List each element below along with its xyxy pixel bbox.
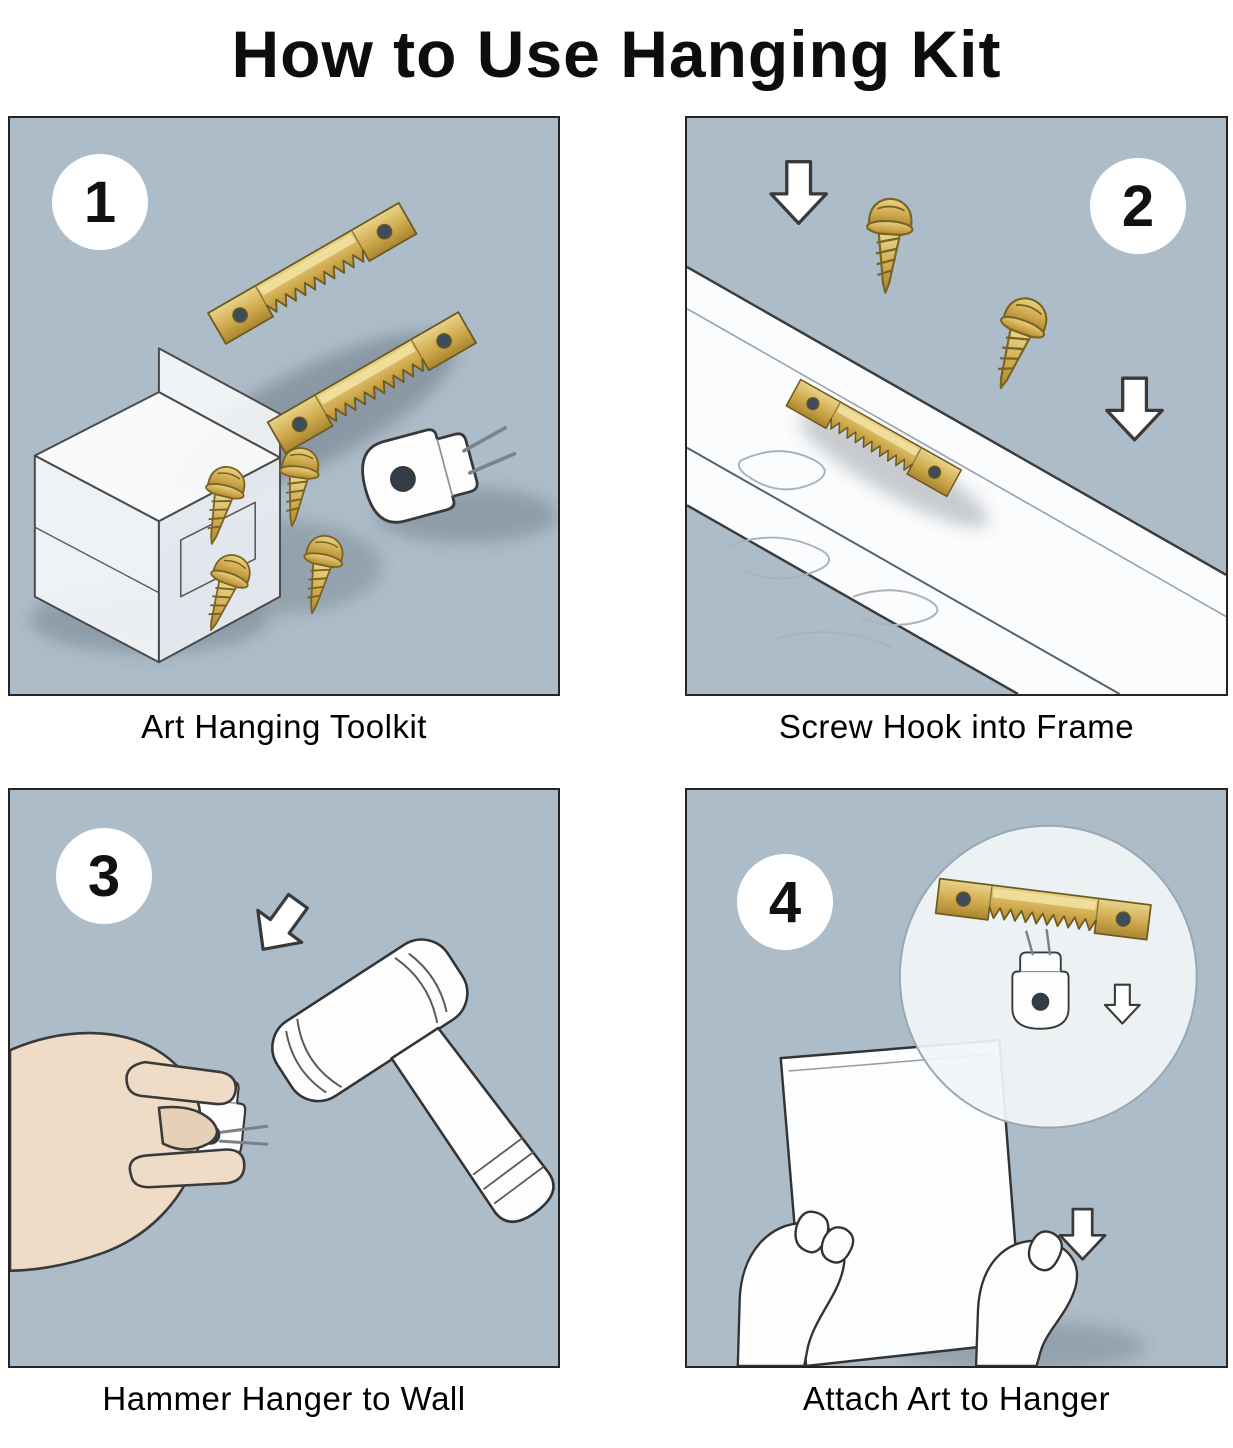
storage-box-icon <box>33 347 282 664</box>
step-caption: Attach Art to Hanger <box>802 1380 1111 1417</box>
hanger-pins <box>218 1124 269 1146</box>
down-arrow-icon <box>769 160 829 226</box>
step-caption: Hammer Hanger to Wall <box>102 1380 466 1417</box>
step-caption: Art Hanging Toolkit <box>141 708 427 745</box>
toolkit-illustration <box>29 202 558 664</box>
hammer-icon <box>271 938 555 1224</box>
step-number-badge: 1 <box>52 154 148 250</box>
step-panel-1-box: 1 <box>8 116 560 696</box>
shadow <box>799 413 989 528</box>
step-panel-4-box: 4 <box>685 788 1228 1368</box>
screw-into-frame-illustration <box>687 160 1226 694</box>
step-panel-2-box: 2 <box>685 116 1228 696</box>
attach-art-illustration <box>736 824 1198 1366</box>
page-title: How to Use Hanging Kit <box>231 17 1002 91</box>
step-number: 1 <box>83 169 117 235</box>
down-arrow-icon <box>239 883 322 967</box>
step-panel-1: 1 Art Hanging Toolkit <box>8 116 560 746</box>
step-number-badge: 4 <box>737 854 833 950</box>
sawtooth-hanger-icon <box>207 202 418 345</box>
screw-icon <box>978 290 1055 398</box>
step-panel-2: 2 Screw Hook into Frame <box>685 116 1228 746</box>
screw-icon <box>861 196 916 296</box>
step-panel-3: 3 Hammer Hanger to Wall <box>8 788 560 1418</box>
steps-grid: 1 Art Hanging Toolkit <box>8 116 1233 1418</box>
hook-icon <box>1011 928 1070 1030</box>
step-caption: Screw Hook into Frame <box>778 708 1135 745</box>
step-number-badge: 2 <box>1090 158 1186 254</box>
hook-icon <box>174 1075 269 1170</box>
hand-icon <box>736 1210 1079 1366</box>
hanger-pins <box>1025 928 1052 956</box>
hanger-pins <box>462 426 517 475</box>
step-panel-4: 4 Attach Art to Hanger <box>685 788 1228 1418</box>
hammer-illustration <box>10 883 555 1272</box>
hand-icon <box>10 1031 246 1272</box>
step-panel-3-box: 3 <box>8 788 560 1368</box>
down-arrow-icon <box>1105 376 1164 442</box>
step-number-badge: 3 <box>56 828 152 924</box>
frame-board-icon <box>687 265 1226 694</box>
hook-icon <box>353 419 517 531</box>
step-number: 2 <box>1121 173 1155 239</box>
step-number: 4 <box>768 869 802 935</box>
step-number: 3 <box>87 843 121 909</box>
